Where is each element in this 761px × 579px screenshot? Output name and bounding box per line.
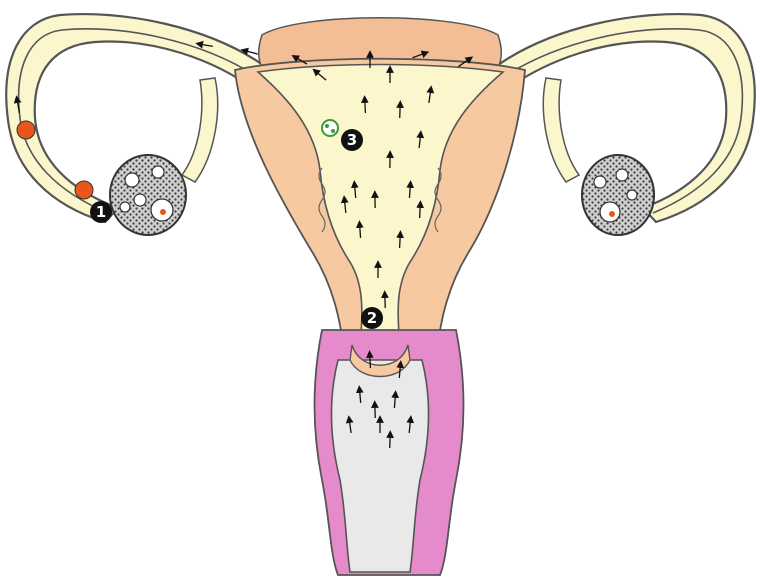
step-marker-2: 2 [361, 307, 383, 329]
right-ovary [582, 155, 654, 235]
orange-egg-icon [75, 181, 93, 199]
svg-text:1: 1 [96, 203, 106, 221]
stippled-ovary-icon [110, 155, 186, 235]
sperm-arrow-icon [370, 354, 371, 368]
orange-egg-icon [17, 121, 35, 139]
svg-text:3: 3 [347, 131, 357, 149]
left-tube-ligament [182, 78, 218, 182]
left-ovary [110, 155, 186, 235]
sperm-arrow-icon [365, 99, 366, 113]
vagina-lumen [331, 360, 428, 572]
step-marker-1: 1 [90, 201, 112, 223]
svg-text:2: 2 [367, 309, 377, 327]
sperm-arrow-icon [420, 204, 421, 218]
stippled-ovary-icon [582, 155, 654, 235]
green-cell-icon [322, 120, 338, 136]
step-marker-3: 3 [341, 129, 363, 151]
sperm-arrow-icon [400, 234, 401, 248]
uterus [235, 18, 525, 360]
vagina [315, 330, 464, 575]
right-tube-ligament [543, 78, 579, 182]
